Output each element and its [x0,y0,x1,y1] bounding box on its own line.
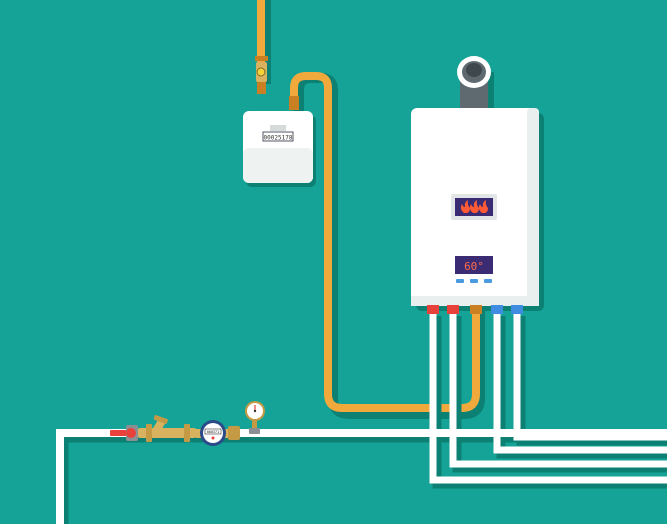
valve-icon[interactable] [110,425,138,441]
control-button[interactable] [456,279,464,283]
flame-icon [478,200,488,213]
gas-meter-reading: 00025178 [264,135,293,142]
flame-icon [469,200,479,213]
water-meter-reading: 000371 [207,430,219,434]
temperature-panel: 60° [455,256,493,283]
water-pipes [56,312,667,524]
control-button[interactable] [470,279,478,283]
flame-window [451,194,497,220]
temperature-display: 60° [464,260,484,273]
control-button[interactable] [484,279,492,283]
gas-pipe [255,0,485,419]
boiler-outlets [427,305,523,314]
gas-meter: 00025178 [243,111,316,187]
water-meter: 000371 [196,420,236,446]
boiler-flue [457,56,494,116]
boiler-unit: 60° [411,108,544,314]
flame-icon [460,200,470,213]
pressure-gauge-icon [245,401,265,434]
inlet-fittings: 000371 [110,401,265,446]
